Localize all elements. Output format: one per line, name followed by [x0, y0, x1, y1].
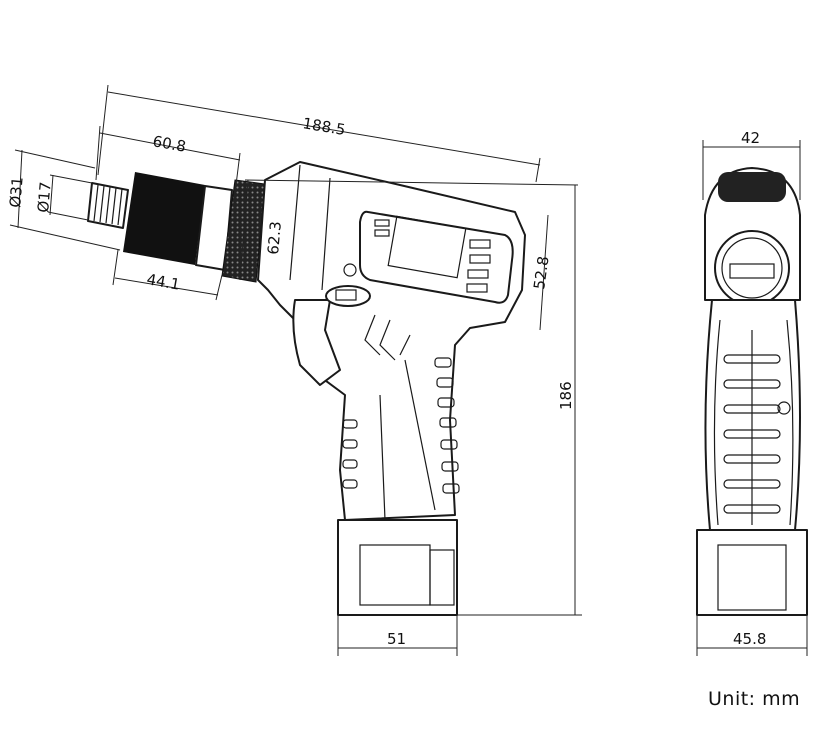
dim-battery-width-front: 45.8: [733, 630, 766, 648]
dim-head-width-front: 42: [741, 129, 760, 147]
dim-chuck-length: 60.8: [151, 132, 187, 156]
dim-battery-width-side: 51: [387, 630, 406, 648]
front-dimension-lines: [696, 140, 808, 656]
battery-pack: [337, 519, 458, 616]
display-panel: [359, 210, 514, 304]
side-view: [87, 161, 526, 616]
chuck-sleeve: [123, 172, 205, 265]
front-view: [696, 167, 808, 616]
dim-head-height: 62.3: [264, 221, 285, 256]
front-battery: [696, 529, 808, 616]
side-dimension-lines: [9, 84, 582, 656]
dim-rear-height: 52.8: [530, 255, 552, 291]
unit-label: Unit: mm: [708, 688, 801, 710]
dim-overall-length: 188.5: [301, 114, 346, 139]
trigger: [292, 299, 341, 386]
dim-overall-height: 186: [557, 381, 575, 410]
dim-chuck-outer-diameter: Ø31: [6, 176, 27, 208]
dim-chuck-body-length: 44.1: [145, 270, 181, 294]
dim-chuck-inner-diameter: Ø17: [34, 181, 55, 213]
front-handle: [704, 299, 801, 531]
chuck-front: [714, 230, 790, 306]
